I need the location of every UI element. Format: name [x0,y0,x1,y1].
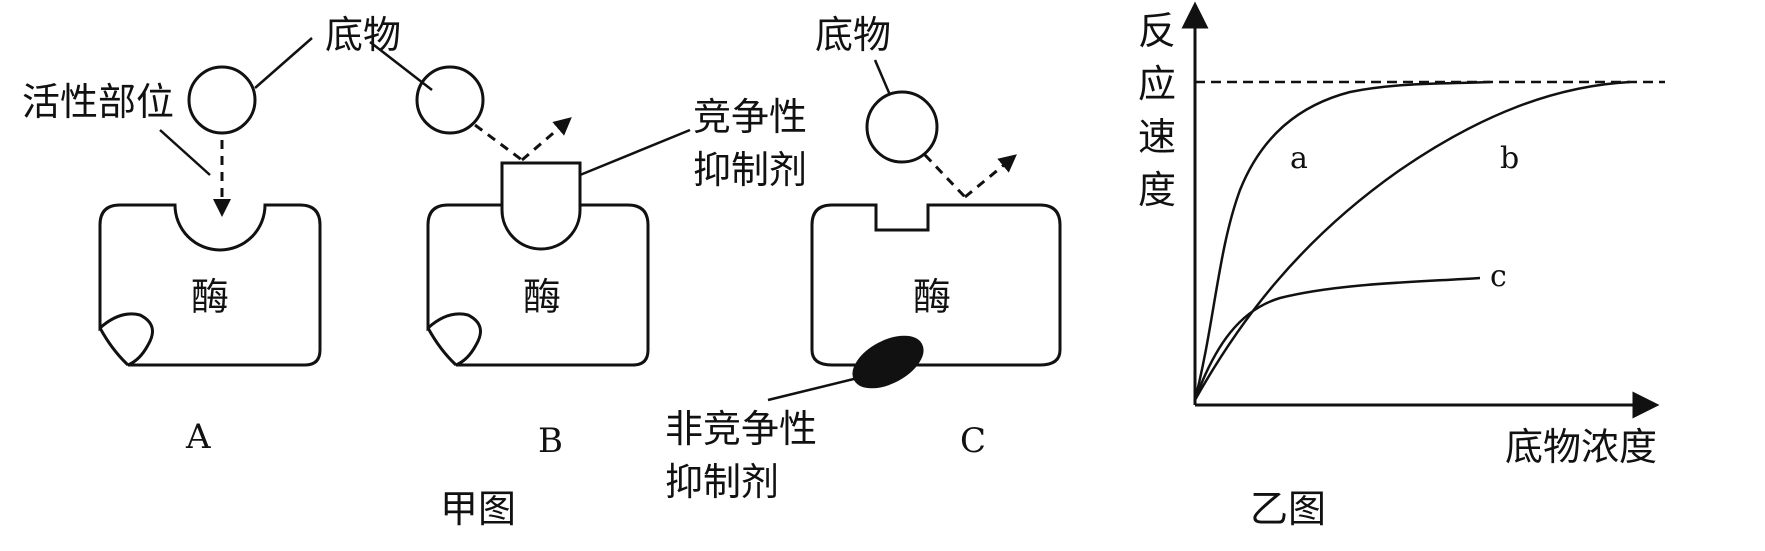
figure-jia [98,37,1062,402]
x-axis-label: 底物浓度 [1505,425,1657,469]
substrate-circle-b [415,65,485,135]
substrate-leader-b [369,41,433,91]
enzyme-shape-b [426,203,650,367]
figure-yi [1181,1,1665,419]
substrate-circle-a [187,65,257,135]
noncompetitive-inhibitor-label-line2: 抑制剂 [665,460,779,504]
active-site-leader [159,129,211,176]
noncompetitive-inhibitor-leader [767,374,867,402]
enzyme-shape-a [98,203,322,367]
panel-label-a: A [185,417,211,457]
y-axis-label-char2: 应 [1138,62,1176,106]
substrate-label-c: 底物 [815,13,891,57]
enzyme-label-c: 酶 [913,275,951,319]
y-axis-label-char1: 反 [1138,9,1176,53]
panel-c [767,59,1062,402]
enzyme-label-b: 酶 [523,275,561,319]
curve-a [1193,80,1491,401]
curve-b [1193,80,1631,401]
noncompetitive-inhibitor-shape [852,335,924,389]
curve-c [1193,276,1481,401]
curve-label-c: c [1490,259,1507,294]
curve-label-b: b [1500,141,1519,176]
enzyme-shape-c [810,203,1062,367]
substrate-approach-c [923,153,967,199]
y-axis-label-char3: 速 [1138,115,1176,159]
panel-b [369,41,691,367]
substrate-approach-b [474,123,523,162]
substrate-bounce-b [521,117,572,162]
figure-jia-labels: 底物 活性部位 酶 酶 酶 竞争性 抑制剂 底物 非竞争性 抑制剂 A B C … [22,13,986,531]
y-axis-label-char4: 度 [1138,168,1176,212]
substrate-bounce-c [964,154,1017,199]
competitive-inhibitor-label-line2: 抑制剂 [693,148,807,192]
curve-label-a: a [1290,141,1308,176]
competitive-inhibitor-label-line1: 竞争性 [693,95,807,139]
substrate-label-top: 底物 [325,13,401,57]
panel-a [98,37,322,367]
enzyme-notch-b [426,327,458,367]
competitive-inhibitor-leader [579,128,691,177]
substrate-circle-c [865,90,939,164]
active-site-label: 活性部位 [22,80,174,124]
panel-label-c: C [960,421,986,461]
enzyme-label-a: 酶 [191,275,229,319]
figure-yi-caption: 乙图 [1250,487,1326,531]
figure-jia-caption: 甲图 [440,487,516,531]
noncompetitive-inhibitor-label-line1: 非竞争性 [665,407,817,451]
competitive-inhibitor-shape [500,161,582,251]
substrate-leader-a [254,37,313,89]
enzyme-notch-a [98,327,130,367]
figure-yi-labels: 反 应 速 度 底物浓度 a b c 乙图 [1138,9,1657,531]
substrate-leader-c [873,59,892,96]
panel-label-b: B [538,421,563,461]
